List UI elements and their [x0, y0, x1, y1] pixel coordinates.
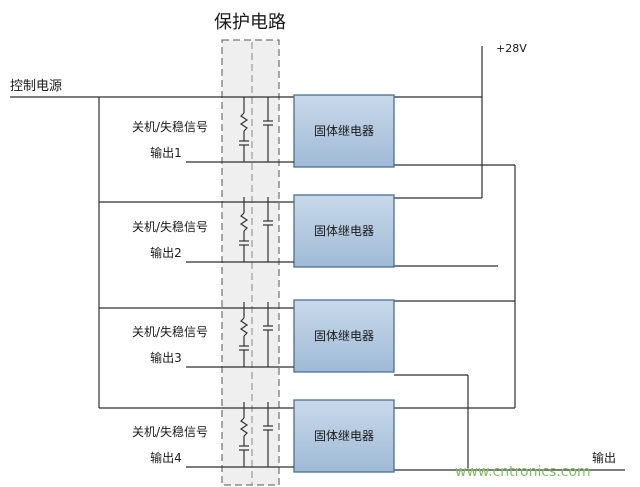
relay-label-3: 固体继电器: [314, 329, 374, 343]
relay-label-1: 固体继电器: [314, 124, 374, 138]
signal-label-2: 关机/失稳信号: [132, 219, 208, 234]
signal-output-label-4: 输出4: [150, 450, 182, 465]
signal-output-label-3: 输出3: [150, 350, 182, 365]
solid-state-relay-3: [293, 299, 395, 373]
watermark: www.cntronics.com: [455, 464, 591, 480]
control-power-label: 控制电源: [10, 79, 62, 94]
relay-label-2: 固体继电器: [314, 224, 374, 238]
resistor-icon-3: [239, 317, 249, 337]
solid-state-relay-2: [293, 194, 395, 268]
solid-state-relay-1: [293, 94, 395, 168]
relay-label-4: 固体继电器: [314, 429, 374, 443]
solid-state-relay-4: [293, 399, 395, 473]
resistor-icon-2: [239, 212, 249, 232]
resistor-icon-4: [239, 417, 249, 437]
signal-label-3: 关机/失稳信号: [132, 324, 208, 339]
output-label: 输出: [592, 450, 616, 465]
signal-label-1: 关机/失稳信号: [132, 119, 208, 134]
supply-label: +28V: [496, 42, 527, 55]
signal-output-label-2: 输出2: [150, 245, 182, 260]
resistor-icon-1: [239, 112, 249, 132]
signal-output-label-1: 输出1: [150, 145, 182, 160]
signal-label-4: 关机/失稳信号: [132, 424, 208, 439]
protection-title: 保护电路: [214, 12, 286, 33]
